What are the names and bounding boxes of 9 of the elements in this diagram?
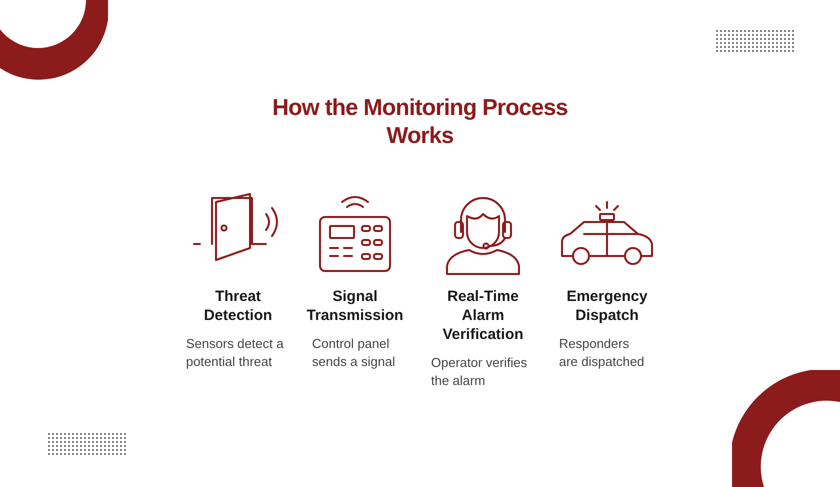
step-heading: Signal Transmission <box>306 287 404 325</box>
step-description: Control panel sends a signal <box>312 335 396 371</box>
step-heading: Emergency Dispatch <box>566 287 648 325</box>
step-heading: Threat Detection <box>202 287 274 325</box>
step-description: Operator verifies the alarm <box>431 354 528 390</box>
step-heading: Real-Time Alarm Verification <box>442 287 524 344</box>
title: How the Monitoring Process Works <box>271 93 569 149</box>
step-description: Responders are dispatched <box>559 335 646 371</box>
step-description: Sensors detect a potential threat <box>186 335 285 371</box>
